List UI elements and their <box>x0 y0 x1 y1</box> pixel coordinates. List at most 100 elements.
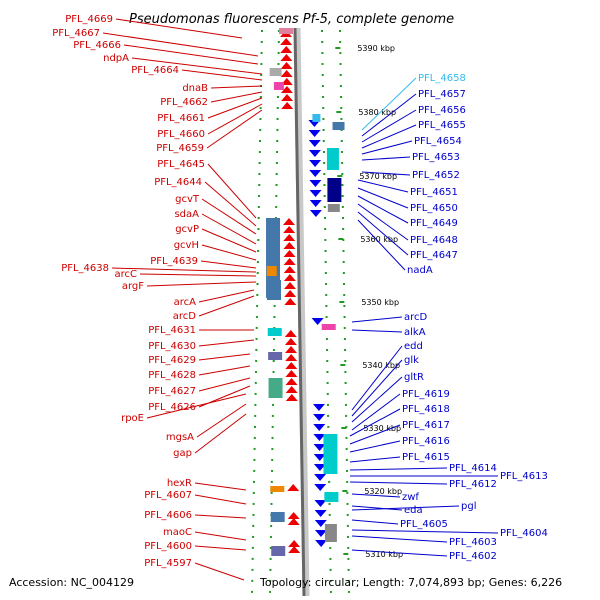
gene-label-pfl-4607[interactable]: PFL_4607 <box>144 490 192 501</box>
gene-label-pgl[interactable]: pgl <box>461 501 476 512</box>
leader-arcd <box>198 295 255 317</box>
gene-label-gltr[interactable]: gltR <box>404 372 424 383</box>
gene-label-pfl-4612[interactable]: PFL_4612 <box>449 479 497 490</box>
gene-label-pfl-4658[interactable]: PFL_4658 <box>418 73 466 84</box>
gene-label-pfl-4669[interactable]: PFL_4669 <box>65 14 113 25</box>
gene-label-pfl-4661[interactable]: PFL_4661 <box>157 113 205 124</box>
gene-label-pfl-4650[interactable]: PFL_4650 <box>410 203 458 214</box>
gene-label-eda[interactable]: eda <box>404 505 423 516</box>
gene-label-pfl-4660[interactable]: PFL_4660 <box>157 129 205 140</box>
gene-label-pfl-4659[interactable]: PFL_4659 <box>156 143 204 154</box>
leader-pfl-4657 <box>361 93 417 137</box>
gene-label-pfl-4630[interactable]: PFL_4630 <box>148 341 196 352</box>
forward-gene-arrow <box>283 226 296 233</box>
gene-label-argf[interactable]: argF <box>122 281 144 292</box>
forward-gene-arrow <box>283 218 296 225</box>
gene-label-nada[interactable]: nadA <box>407 265 433 276</box>
gene-label-pfl-4649[interactable]: PFL_4649 <box>410 218 458 229</box>
gene-label-pfl-4616[interactable]: PFL_4616 <box>402 436 450 447</box>
gene-label-pfl-4639[interactable]: PFL_4639 <box>150 256 198 267</box>
gene-label-alka[interactable]: alkA <box>404 327 426 338</box>
gene-label-pfl-4647[interactable]: PFL_4647 <box>410 250 458 261</box>
gene-label-gcvp[interactable]: gcvP <box>175 224 199 235</box>
gene-label-pfl-4638[interactable]: PFL_4638 <box>61 263 109 274</box>
gene-box <box>271 546 286 556</box>
gene-label-hexr[interactable]: hexR <box>167 478 192 489</box>
gene-label-arcc[interactable]: arcC <box>115 269 138 280</box>
gene-label-zwf[interactable]: zwf <box>402 492 419 503</box>
gene-label-pfl-4600[interactable]: PFL_4600 <box>144 541 192 552</box>
gene-label-pfl-4662[interactable]: PFL_4662 <box>160 97 208 108</box>
gene-label-pfl-4644[interactable]: PFL_4644 <box>154 177 202 188</box>
gene-label-pfl-4626[interactable]: PFL_4626 <box>148 402 196 413</box>
gene-label-edd[interactable]: edd <box>404 341 423 352</box>
gene-label-pfl-4615[interactable]: PFL_4615 <box>402 452 450 463</box>
gene-label-pfl-4657[interactable]: PFL_4657 <box>418 89 466 100</box>
gene-label-mgsa[interactable]: mgsA <box>166 432 194 443</box>
gene-label-pfl-4597[interactable]: PFL_4597 <box>144 558 192 569</box>
gene-label-pfl-4645[interactable]: PFL_4645 <box>157 159 205 170</box>
gene-label-pfl-4617[interactable]: PFL_4617 <box>402 420 450 431</box>
leader-argf <box>146 281 257 287</box>
gene-label-pfl-4618[interactable]: PFL_4618 <box>402 404 450 415</box>
gene-label-pfl-4655[interactable]: PFL_4655 <box>418 120 466 131</box>
kbp-label: 5380 kbp <box>358 108 396 117</box>
leader-pfl-4597 <box>194 562 245 581</box>
forward-gene-arrow <box>287 512 300 519</box>
gene-label-ndpa[interactable]: ndpA <box>103 53 129 64</box>
gene-label-pfl-4664[interactable]: PFL_4664 <box>131 65 179 76</box>
genome-backbone <box>293 27 306 597</box>
gene-label-pfl-4651[interactable]: PFL_4651 <box>410 187 458 198</box>
leader-pfl-4669 <box>115 18 243 39</box>
gene-label-gap[interactable]: gap <box>173 448 192 459</box>
map-title: Pseudomonas fluorescens Pf-5, complete g… <box>129 12 454 27</box>
gene-label-arcd[interactable]: arcD <box>173 311 197 322</box>
gene-label-pfl-4654[interactable]: PFL_4654 <box>414 136 462 147</box>
gene-label-rpoe[interactable]: rpoE <box>121 413 144 424</box>
gene-label-pfl-4666[interactable]: PFL_4666 <box>73 40 121 51</box>
leader-pfl-4650 <box>357 187 409 209</box>
gene-label-dnab[interactable]: dnaB <box>182 83 208 94</box>
track-left-inner <box>269 29 280 597</box>
gene-label-sdaa[interactable]: sdaA <box>174 209 199 220</box>
gene-label-maoc[interactable]: maoC <box>163 527 192 538</box>
gene-label-pfl-4627[interactable]: PFL_4627 <box>148 386 196 397</box>
gene-label-pfl-4653[interactable]: PFL_4653 <box>412 152 460 163</box>
forward-gene-arrow <box>283 250 296 257</box>
gene-label-arcd[interactable]: arcD <box>404 312 428 323</box>
gene-label-pfl-4656[interactable]: PFL_4656 <box>418 105 466 116</box>
gene-label-glk[interactable]: glk <box>404 355 419 366</box>
gene-label-arca[interactable]: arcA <box>174 297 197 308</box>
forward-gene-arrow <box>285 354 298 361</box>
reverse-gene-arrow <box>313 424 326 431</box>
gene-box <box>321 324 336 330</box>
leader-pfl-4616 <box>349 440 401 453</box>
gene-label-pfl-4631[interactable]: PFL_4631 <box>148 325 196 336</box>
forward-gene-arrow <box>285 394 298 401</box>
gene-label-pfl-4602[interactable]: PFL_4602 <box>449 551 497 562</box>
gene-label-pfl-4628[interactable]: PFL_4628 <box>148 370 196 381</box>
gene-label-gcvt[interactable]: gcvT <box>175 194 200 205</box>
gene-label-gcvh[interactable]: gcvH <box>174 240 199 251</box>
gene-box <box>270 486 285 492</box>
gene-label-pfl-4614[interactable]: PFL_4614 <box>449 463 497 474</box>
gene-label-pfl-4605[interactable]: PFL_4605 <box>400 519 448 530</box>
forward-gene-arrow <box>285 386 298 393</box>
leader-pfl-4656 <box>361 109 417 143</box>
gene-label-pfl-4613[interactable]: PFL_4613 <box>500 471 548 482</box>
leader-dnab <box>210 85 263 89</box>
leader-pfl-4666 <box>123 44 259 65</box>
gene-label-pfl-4648[interactable]: PFL_4648 <box>410 235 458 246</box>
gene-label-pfl-4652[interactable]: PFL_4652 <box>412 170 460 181</box>
gene-label-pfl-4603[interactable]: PFL_4603 <box>449 537 497 548</box>
forward-gene-arrow <box>283 258 296 265</box>
leader-pfl-4661 <box>207 97 263 119</box>
leader-pfl-4658 <box>361 77 417 131</box>
gene-label-pfl-4604[interactable]: PFL_4604 <box>500 528 548 539</box>
gene-label-pfl-4619[interactable]: PFL_4619 <box>402 389 450 400</box>
forward-gene-arrow <box>284 282 297 289</box>
gene-label-pfl-4667[interactable]: PFL_4667 <box>52 28 100 39</box>
gene-label-pfl-4606[interactable]: PFL_4606 <box>144 510 192 521</box>
forward-gene-arrow <box>285 370 298 377</box>
gene-label-pfl-4629[interactable]: PFL_4629 <box>148 355 196 366</box>
